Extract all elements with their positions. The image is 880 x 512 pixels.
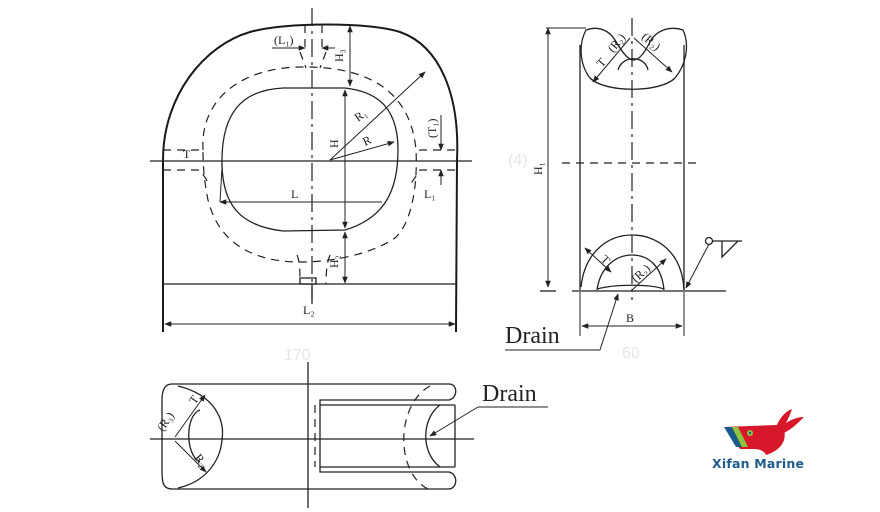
front-view: R₁ R H H₃ (L₁) (T₁) L₁ T L H₂ L₂ — [150, 8, 472, 333]
xifan-marine-logo — [724, 409, 804, 455]
label-T-front: T — [183, 147, 191, 161]
label-L1-top: (L₁) — [274, 33, 294, 47]
label-H1: H₁ — [531, 162, 545, 175]
hidden-wall-outline — [202, 66, 417, 263]
label-drain-plan: Drain — [482, 381, 537, 407]
label-R2-left: (R₂) — [605, 30, 629, 54]
label-R2-right: (R₂) — [639, 30, 663, 54]
faint-mark-4: (4) — [508, 152, 528, 169]
front-outer-outline — [162, 23, 459, 333]
label-H2: H₂ — [327, 255, 341, 268]
label-T-side-top: T — [594, 55, 610, 70]
faint-mark-170: 170 — [284, 347, 311, 364]
label-L: L — [291, 187, 298, 201]
label-L2: L₂ — [303, 303, 315, 317]
label-L1-side: L₁ — [424, 187, 436, 201]
label-R2-plan: R₂ — [192, 451, 211, 469]
fillet-weld-symbol — [685, 236, 742, 289]
plan-view: (R₃) T R₂ Drain — [150, 362, 548, 508]
inner-opening — [221, 87, 399, 232]
label-R: R — [360, 133, 373, 149]
label-drain-side: Drain — [505, 323, 560, 349]
brand-name: Xifan Marine — [712, 456, 805, 471]
side-view: H₁ T (R₂) (R₂) T (R₂) B Drain — [505, 18, 742, 351]
label-R3: (R₃) — [154, 409, 177, 434]
label-T-side-bottom: T — [598, 252, 614, 268]
plan-outline — [161, 383, 457, 490]
label-B: B — [626, 311, 634, 325]
label-R1: R₁ — [352, 106, 370, 124]
faint-mark-60: 60 — [622, 345, 640, 362]
whale-icon — [724, 409, 804, 455]
label-H3: H₃ — [332, 49, 346, 62]
label-H: H — [327, 139, 341, 148]
label-T1: (T₁) — [425, 118, 439, 138]
